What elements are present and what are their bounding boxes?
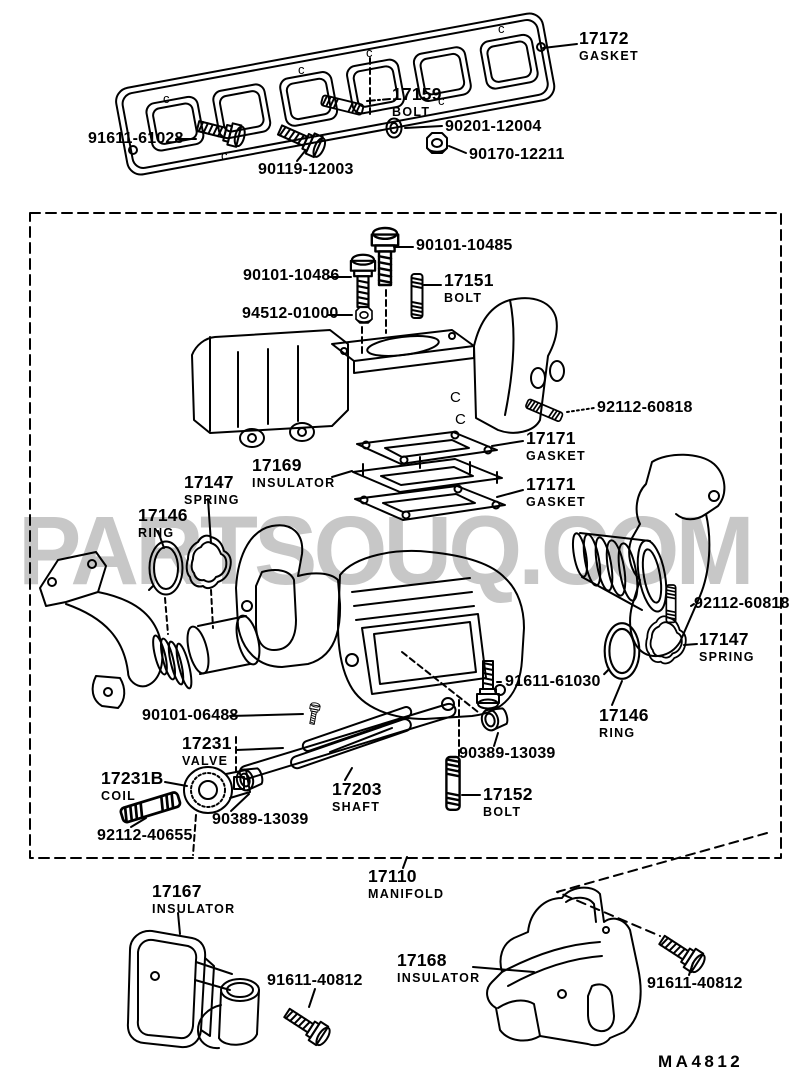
stud-17152-drawing — [445, 755, 461, 811]
dashed-pointer-17168 — [556, 832, 768, 937]
diagram-code: MA4812 — [658, 1052, 744, 1071]
part-label-90201-12004: 90201-12004 — [445, 118, 542, 135]
bolt-91611-61028-drawing — [194, 114, 248, 150]
svg-text:c: c — [221, 148, 228, 163]
part-label-90119-12003: 90119-12003 — [258, 161, 354, 178]
stud-92112-60818-top-drawing — [524, 397, 565, 423]
part-label-91611-40812-right: 91611-40812 — [647, 975, 743, 992]
part-label-91611-40812-left: 91611-40812 — [267, 972, 363, 989]
valve-17231-drawing — [290, 706, 413, 770]
bushing-90389-13039-left-drawing — [233, 764, 266, 794]
svg-text:C: C — [455, 411, 466, 428]
ring-17146-right-drawing — [603, 622, 641, 680]
insulator-17168-drawing — [486, 886, 642, 1047]
stud-17159-drawing — [319, 93, 365, 117]
part-label-91611-61030: 91611-61030 — [505, 673, 601, 690]
part-label-91611-61028: 91611-61028 — [88, 130, 184, 147]
part-label-92112-40655: 92112-40655 — [97, 827, 193, 844]
shaft-17203-drawing — [238, 702, 457, 780]
bolt-91611-40812-right-drawing — [655, 929, 709, 977]
svg-text:c: c — [163, 91, 170, 106]
svg-text:c: c — [298, 62, 305, 77]
part-label-90101-10486: 90101-10486 — [243, 267, 340, 284]
part-label-90170-12211: 90170-12211 — [469, 146, 565, 163]
part-label-90101-06488: 90101-06488 — [142, 707, 239, 724]
part-label-92112-60818-right: 92112-60818 — [694, 595, 790, 612]
coil-17231B-drawing — [183, 766, 251, 814]
bolt-90101-10486-drawing — [349, 253, 377, 309]
bolt-90101-10485-drawing — [370, 226, 400, 287]
screw-90101-06488-drawing — [306, 701, 322, 726]
part-label-90101-10485: 90101-10485 — [416, 237, 513, 254]
part-label-92112-60818-top: 92112-60818 — [597, 399, 693, 416]
bolt-90119-12003-drawing — [274, 118, 329, 161]
part-label-94512-01000: 94512-01000 — [242, 305, 339, 322]
spring-17147-right-drawing — [645, 615, 687, 665]
part-label-90389-13039-left: 90389-13039 — [212, 811, 309, 828]
svg-text:c: c — [366, 45, 373, 60]
watermark: PARTSOUQ.COM — [18, 496, 755, 605]
insulator-17167-drawing — [126, 929, 260, 1050]
bolt-91611-40812-left-drawing — [280, 1002, 334, 1050]
nut-94512-01000-drawing — [355, 306, 373, 324]
nut-90170-12211-drawing — [426, 132, 448, 154]
washer-90201-12004-drawing — [385, 117, 403, 139]
svg-text:c: c — [498, 21, 505, 36]
leader-lines-top — [175, 43, 578, 162]
bushing-90389-13039-right-drawing — [478, 704, 511, 734]
svg-text:C: C — [450, 389, 461, 406]
stud-17151-drawing — [410, 273, 424, 319]
part-label-90389-13039-right: 90389-13039 — [459, 745, 556, 762]
bolt-91611-61030-drawing — [476, 660, 500, 710]
